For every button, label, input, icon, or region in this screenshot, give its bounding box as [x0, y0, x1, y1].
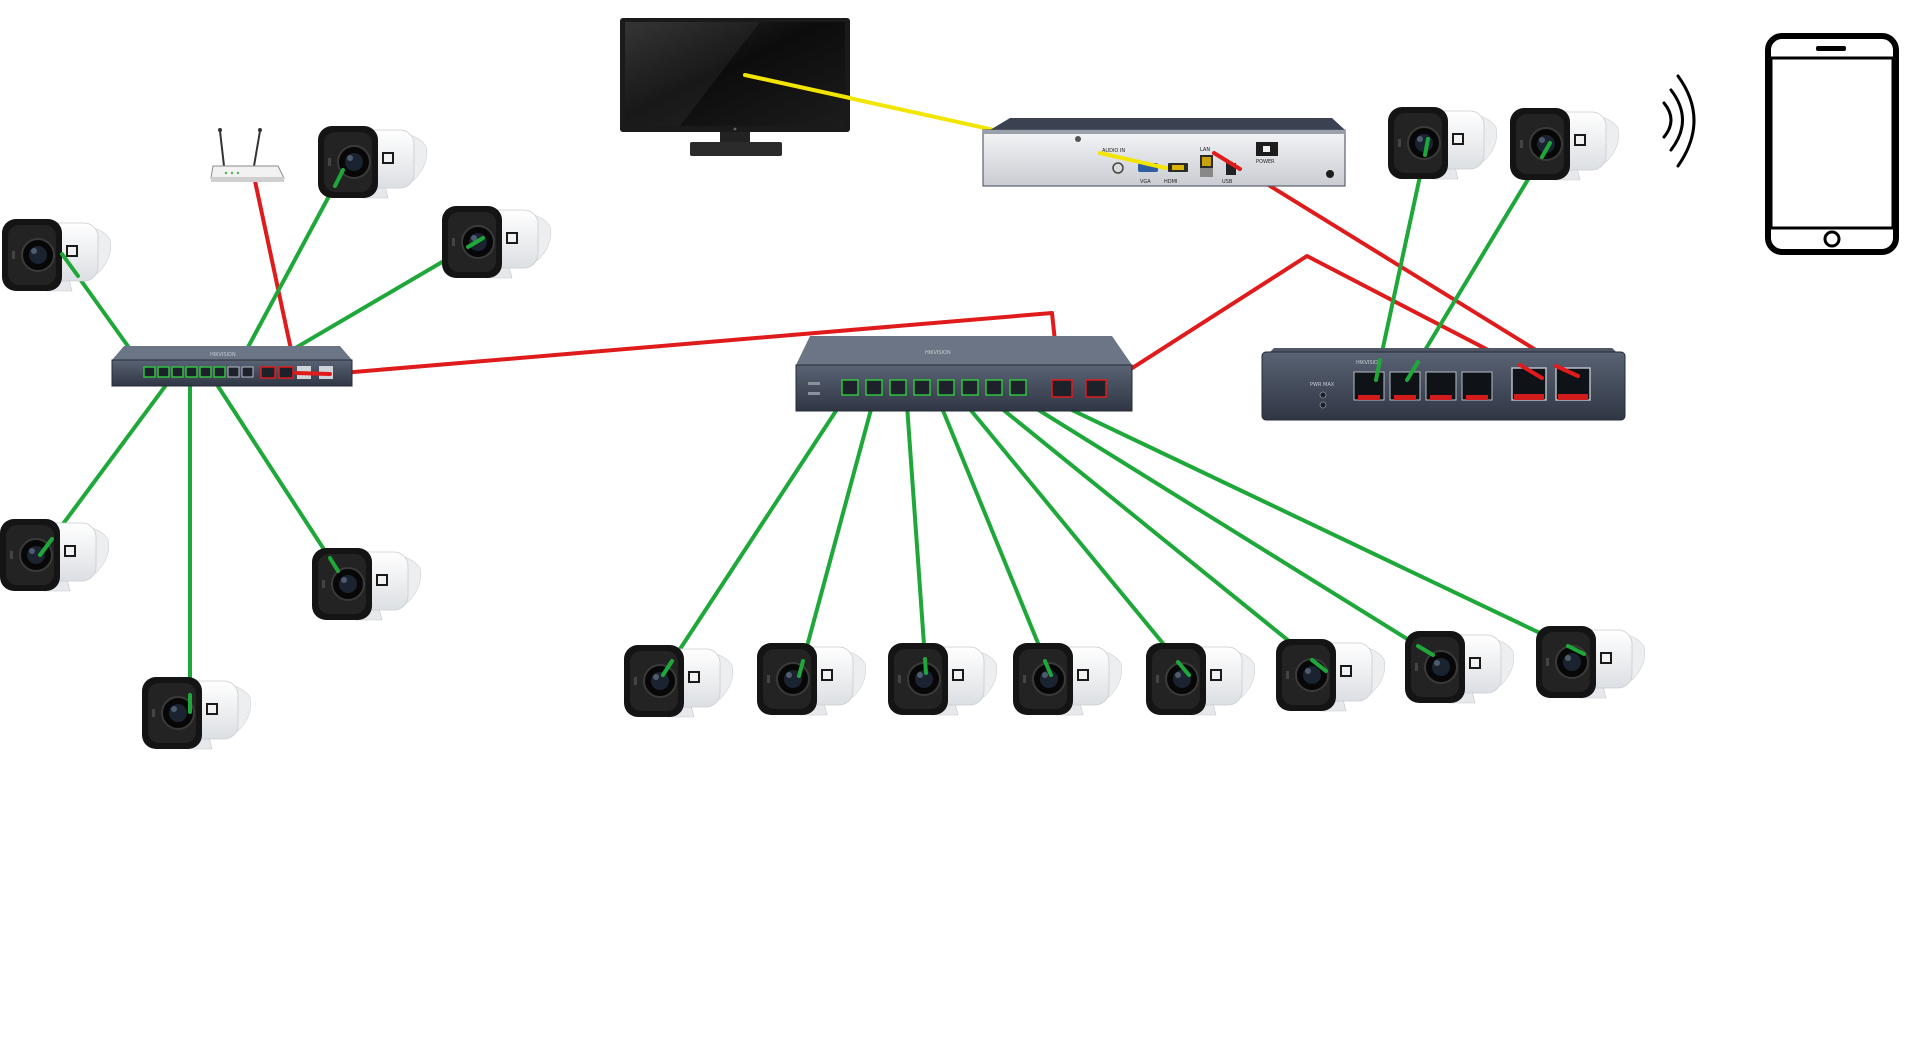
camera-link-c3 [904, 389, 928, 675]
camera-group-center [623, 625, 1646, 718]
camera-icon [756, 642, 867, 716]
nvr-port-label-hdmi: HDMI [1164, 179, 1177, 185]
camera-link-r1 [1374, 137, 1430, 382]
camera-link-c2 [797, 389, 878, 678]
camera-icon [1145, 642, 1256, 716]
camera-icon [1535, 625, 1646, 699]
camera-icon [1404, 630, 1515, 704]
switch-right-sub: PWR MAX [1310, 382, 1335, 388]
uplink-switch-center-switch-right [1096, 254, 1544, 392]
camera-icon [441, 205, 552, 279]
camera-link-c8 [1030, 389, 1586, 656]
uplink-router-switch-left [253, 179, 298, 375]
switch-right: HIKVISION PWR MAX [1261, 348, 1626, 421]
uplink-switch-right-b [1554, 364, 1580, 378]
switch-left-brand: HIKVISION [210, 352, 236, 358]
uplink-switch-right-a [1518, 363, 1544, 380]
camera-link-c7 [1006, 389, 1435, 657]
camera-link-r2-end [1405, 360, 1420, 382]
camera-link-r1-end [1374, 358, 1382, 382]
smartphone-icon [1765, 33, 1899, 255]
camera-icon [887, 642, 998, 716]
camera-group-right [1387, 106, 1620, 181]
switch-right-brand: HIKVISION [1356, 360, 1382, 366]
switch-center: HIKVISION [795, 336, 1133, 412]
video-link-monitor-nvr-visible [743, 73, 852, 100]
uplink-nvr-start [1212, 151, 1242, 171]
monitor-icon [620, 18, 850, 156]
camera-icon [1, 218, 112, 292]
nvr-port-label-vga: VGA [1140, 179, 1151, 185]
camera-icon [1387, 106, 1498, 180]
camera-icon [0, 518, 110, 592]
camera-link-c5 [953, 389, 1191, 677]
camera-icon [1012, 642, 1123, 716]
camera-link-c4 [933, 389, 1053, 677]
nvr-port-label-usb: USB [1222, 179, 1233, 185]
video-link-monitor-nvr-end [1098, 151, 1168, 170]
camera-icon [1275, 638, 1386, 712]
uplink-switch-left-port [294, 371, 332, 376]
camera-link-overlay [38, 137, 1586, 714]
camera-link-c1 [661, 389, 851, 677]
nvr-port-label-power: POWER [1256, 159, 1275, 165]
camera-group-left [0, 125, 552, 750]
camera-link-l5 [210, 375, 340, 573]
camera-icon [623, 644, 734, 718]
wifi-router-icon [210, 128, 285, 182]
wireless-signal-icon [1662, 74, 1696, 168]
switch-right-ports [1353, 367, 1591, 401]
uplink-nvr-switch-right [1226, 158, 1580, 378]
camera-link-c6 [978, 389, 1328, 673]
switch-center-brand: HIKVISION [925, 350, 951, 356]
switch-left: HIKVISION [111, 346, 353, 387]
switch-left-ports [143, 366, 333, 379]
camera-link-l2 [230, 168, 345, 379]
switch-center-ports [841, 379, 1107, 398]
nvr-recorder: AUDIO IN HDMI VGA LAN USB POWER [982, 118, 1346, 187]
nvr-port-label-audio: AUDIO IN [1102, 148, 1125, 154]
camera-icon [1509, 107, 1620, 181]
camera-icon [141, 676, 252, 750]
camera-link-r2 [1405, 141, 1552, 382]
nvr-port-label-lan: LAN [1200, 147, 1210, 153]
